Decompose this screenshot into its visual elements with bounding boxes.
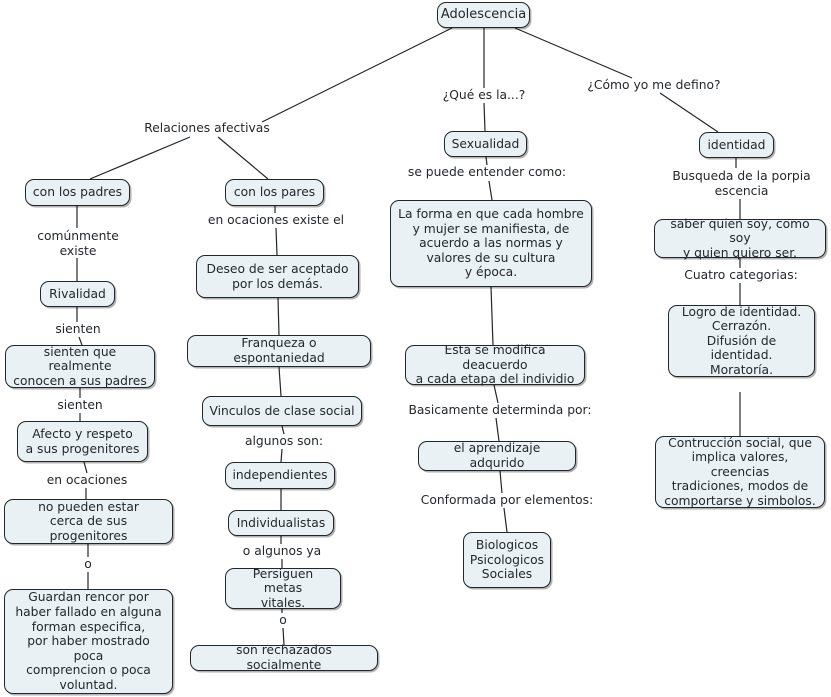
edge-adolescencia-comodefino xyxy=(514,27,633,79)
edge-comodefino-identidad xyxy=(659,92,719,133)
edge-vinculos-algunosson xyxy=(281,425,285,435)
node-adolescencia[interactable]: Adolescencia xyxy=(437,2,530,28)
node-persiguen-metas[interactable]: Persiguen metas vitales. xyxy=(225,567,341,610)
node-cuatro-categorias-lista[interactable]: Logro de identidad. Cerrazón. Difusión d… xyxy=(668,305,815,377)
node-rechazados[interactable]: son rechazados socialmente xyxy=(190,643,378,672)
node-contruccion-social[interactable]: Contrucción social, que implica valores,… xyxy=(655,436,825,508)
node-con-los-padres[interactable]: con los padres xyxy=(25,179,130,206)
node-franqueza[interactable]: Franqueza o espontaniedad xyxy=(187,335,371,367)
node-esta-se-modifica[interactable]: Esta se modifica deacuerdo a cada etapa … xyxy=(405,343,585,386)
edge-label-o-algunos-ya: o algunos ya xyxy=(242,544,322,558)
node-vinculos[interactable]: Vinculos de clase social xyxy=(202,396,362,426)
node-sexualidad[interactable]: Sexualidad xyxy=(444,131,527,157)
node-con-los-pares[interactable]: con los pares xyxy=(225,179,324,206)
edge-adolescencia-relaciones xyxy=(261,27,453,123)
node-deseo-aceptado[interactable]: Deseo de ser aceptado por los demás. xyxy=(196,255,359,298)
node-independientes[interactable]: independientes xyxy=(225,462,335,489)
edge-label-en-ocaciones: en ocaciones xyxy=(46,473,128,487)
node-guardan-rencor[interactable]: Guardan rencor por haber fallado en algu… xyxy=(4,589,173,694)
node-aprendizaje[interactable]: el aprendizaje adqurido xyxy=(418,441,576,471)
edge-label-sienten-2: sienten xyxy=(57,398,103,412)
edge-label-que-es-la: ¿Qué es la...? xyxy=(442,88,526,102)
node-identidad[interactable]: identidad xyxy=(699,132,774,158)
edge-label-en-ocaciones-existe-el: en ocaciones existe el xyxy=(207,213,345,227)
edge-relaciones-conlospadres xyxy=(89,136,191,180)
edge-label-algunos-son: algunos son: xyxy=(244,434,324,448)
edge-label-basicamente-determinda-por: Basicamente determinda por: xyxy=(408,403,592,417)
edge-label-se-puede-entender-como: se puede entender como: xyxy=(407,165,567,179)
edge-label-busqueda-porpia-escencia: Busqueda de la porpia escencia xyxy=(672,169,811,198)
edge-esta-basicamente xyxy=(493,384,499,404)
edge-label-conformada-por-elementos: Conformada por elementos: xyxy=(420,493,594,507)
edge-sexualidad-sepuede xyxy=(485,156,488,166)
edge-aprendizaje-conformada xyxy=(499,470,503,494)
node-individualistas[interactable]: Individualistas xyxy=(228,510,334,536)
node-sienten-conocen[interactable]: sienten que realmente conocen a sus padr… xyxy=(5,345,155,388)
node-la-forma[interactable]: La forma en que cada hombre y mujer se m… xyxy=(390,200,592,287)
node-saber-quien-soy[interactable]: saber quien soy, como soy y quien quiero… xyxy=(654,217,826,260)
edge-relaciones-conlospares xyxy=(217,136,269,180)
edge-algunosson-independientes xyxy=(280,448,283,463)
edge-enocacionesexiste-deseo xyxy=(275,227,278,256)
edge-sepuede-laforma xyxy=(488,180,493,201)
edge-label-como-yo-me-defino: ¿Cómo yo me defino? xyxy=(587,78,721,92)
node-elementos[interactable]: Biologicos Psicologicos Sociales xyxy=(463,532,551,588)
edge-afecto-enocaciones xyxy=(83,461,88,474)
edge-deseo-franqueza xyxy=(277,297,280,336)
edge-laforma-esta xyxy=(490,286,494,346)
edge-label-sienten-1: sienten xyxy=(55,322,101,336)
edge-label-comunmente-existe: comúnmente existe xyxy=(37,229,119,258)
edge-franqueza-vinculos xyxy=(278,366,282,397)
edge-label-o-2: o xyxy=(279,613,287,627)
edge-label-o-1: o xyxy=(84,557,92,571)
edge-label-cuatro-categorias: Cuatro categorias: xyxy=(684,268,798,282)
node-no-pueden-estar[interactable]: no pueden estar cerca de sus progenitore… xyxy=(4,499,173,544)
edge-conformada-elementos xyxy=(503,507,508,533)
edge-label-relaciones-afectivas: Relaciones afectivas xyxy=(144,121,270,135)
edge-basicamente-aprendizaje xyxy=(495,417,500,442)
node-afecto-respeto[interactable]: Afecto y respeto a sus progenitores xyxy=(17,421,148,462)
edge-quees-sexualidad xyxy=(483,102,486,132)
node-rivalidad[interactable]: Rivalidad xyxy=(40,281,115,307)
